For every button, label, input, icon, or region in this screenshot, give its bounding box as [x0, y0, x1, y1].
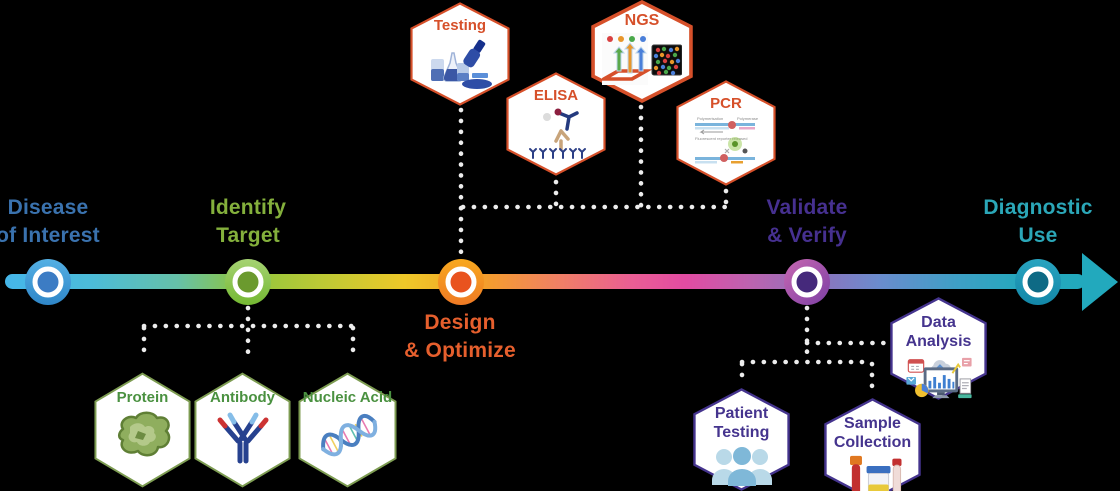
hex-ngs[interactable]: NGS: [591, 0, 693, 103]
node-core: [791, 266, 823, 298]
hex-content: Patient Testing: [693, 388, 790, 491]
hex-content: ELISA: [506, 72, 606, 176]
hex-sample-collection[interactable]: Sample Collection: [824, 398, 921, 491]
patients-group-icon: [711, 447, 772, 486]
stage-line2: & Optimize: [404, 339, 516, 362]
hex-content: Sample Collection: [824, 398, 921, 491]
hex-nucleic-acid[interactable]: Nucleic Acid: [298, 372, 397, 488]
hex-label-data-analysis: Data Analysis: [906, 313, 972, 351]
stage-line2: Use: [1018, 224, 1058, 247]
node-design-optimize[interactable]: [438, 259, 484, 305]
hex-label-line2: Collection: [833, 434, 912, 451]
hexagon-shape: [298, 372, 397, 488]
hexagon-shape: [890, 297, 987, 400]
stage-label-identify-target: Identify Target: [153, 194, 343, 250]
stage-line2: & Verify: [767, 224, 847, 247]
elisa-assay-icon: [529, 108, 586, 159]
hex-content: Data Analysis: [890, 297, 987, 400]
stage-label-diagnostic-use: Diagnostic Use: [943, 194, 1120, 250]
antibody-y-icon: [217, 412, 268, 464]
sequencing-flowcell-icon: [602, 33, 682, 85]
node-core: [445, 266, 477, 298]
hex-label-line1: Patient: [714, 405, 769, 422]
stage-line2: Target: [216, 224, 280, 247]
node-disease-of-interest[interactable]: [25, 259, 71, 305]
hex-content: Nucleic Acid: [298, 372, 397, 488]
stage-line1: Disease: [7, 196, 89, 219]
microscope-icon: [431, 39, 492, 89]
hex-label-pcr: PCR: [710, 95, 742, 112]
stage-line1: Identify: [209, 196, 287, 219]
node-core: [232, 266, 264, 298]
stage-line1: Validate: [766, 196, 848, 219]
hex-label-antibody: Antibody: [210, 389, 275, 406]
node-identify-target[interactable]: [225, 259, 271, 305]
dna-helix-icon: [320, 414, 377, 457]
hex-label-line2: Analysis: [905, 333, 972, 350]
hex-label-line1: Data: [921, 314, 956, 331]
hex-antibody[interactable]: Antibody: [194, 372, 291, 488]
hex-label-testing: Testing: [433, 17, 487, 34]
stage-line1: Diagnostic: [983, 196, 1093, 219]
pcr-label-polymerisation: Polymerisation: [697, 116, 723, 121]
node-validate-verify[interactable]: [784, 259, 830, 305]
hex-label-ngs: NGS: [624, 12, 660, 29]
hex-content: Protein: [94, 372, 191, 488]
hex-label-patient-testing: Patient Testing: [714, 404, 770, 442]
hex-label-nucleic-acid: Nucleic Acid: [302, 389, 393, 406]
analytics-dashboard-icon: [905, 357, 972, 399]
hex-label-line1: Sample: [844, 415, 901, 432]
hex-patient-testing[interactable]: Patient Testing: [693, 388, 790, 491]
node-diagnostic-use[interactable]: [1015, 259, 1061, 305]
timeline-arrowhead-icon: [1082, 253, 1118, 311]
pcr-diagram-icon: Polymerisation Polymerase Fluorescent re…: [695, 116, 759, 164]
hexagon-shape: [194, 372, 291, 488]
hex-content: Testing: [410, 2, 510, 106]
protein-blob-icon: [117, 411, 170, 457]
hex-data-analysis[interactable]: Data Analysis: [890, 297, 987, 400]
stage-label-validate-verify: Validate & Verify: [712, 194, 902, 250]
hex-label-line2: Testing: [713, 424, 770, 441]
hexagon-shape: [693, 388, 790, 491]
hex-testing[interactable]: Testing: [410, 2, 510, 106]
node-core: [1022, 266, 1054, 298]
hex-label-elisa: ELISA: [533, 87, 579, 104]
hex-elisa[interactable]: ELISA: [506, 72, 606, 176]
node-core: [32, 266, 64, 298]
stage-label-disease-of-interest: Disease of Interest: [0, 194, 143, 250]
hex-content: Antibody: [194, 372, 291, 488]
sample-tubes-icon: [849, 455, 902, 491]
hex-content: PCR Polymerisation Polymerase Fluorescen…: [676, 80, 776, 186]
hex-protein[interactable]: Protein: [94, 372, 191, 488]
hex-label-protein: Protein: [116, 389, 169, 406]
stage-label-design-optimize: Design & Optimize: [365, 309, 555, 365]
pcr-label-fluorescent: Fluorescent reporter released: [695, 136, 747, 141]
stage-line2: of Interest: [0, 224, 100, 247]
hex-pcr[interactable]: PCR Polymerisation Polymerase Fluorescen…: [676, 80, 776, 186]
stage-line1: Design: [424, 311, 496, 334]
hex-content: NGS: [591, 0, 693, 103]
pcr-label-polymerase: Polymerase: [737, 116, 759, 121]
hex-label-sample-collection: Sample Collection: [834, 414, 911, 452]
